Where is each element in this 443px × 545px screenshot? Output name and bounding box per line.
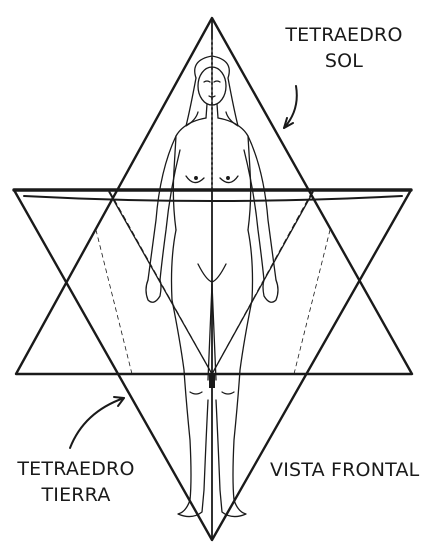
arrow-tierra — [70, 397, 124, 448]
arrow-sol — [284, 86, 297, 128]
label-tierra-line1: TETRAEDRO — [8, 456, 144, 482]
label-sol-line2: SOL — [282, 48, 406, 74]
label-sol-line1: TETRAEDRO — [282, 22, 406, 48]
label-tierra-line2: TIERRA — [8, 482, 144, 508]
label-vista-frontal: VISTA FRONTAL — [270, 457, 419, 483]
label-tetraedro-sol: TETRAEDRO SOL — [282, 22, 406, 74]
label-tetraedro-tierra: TETRAEDRO TIERRA — [8, 456, 144, 508]
